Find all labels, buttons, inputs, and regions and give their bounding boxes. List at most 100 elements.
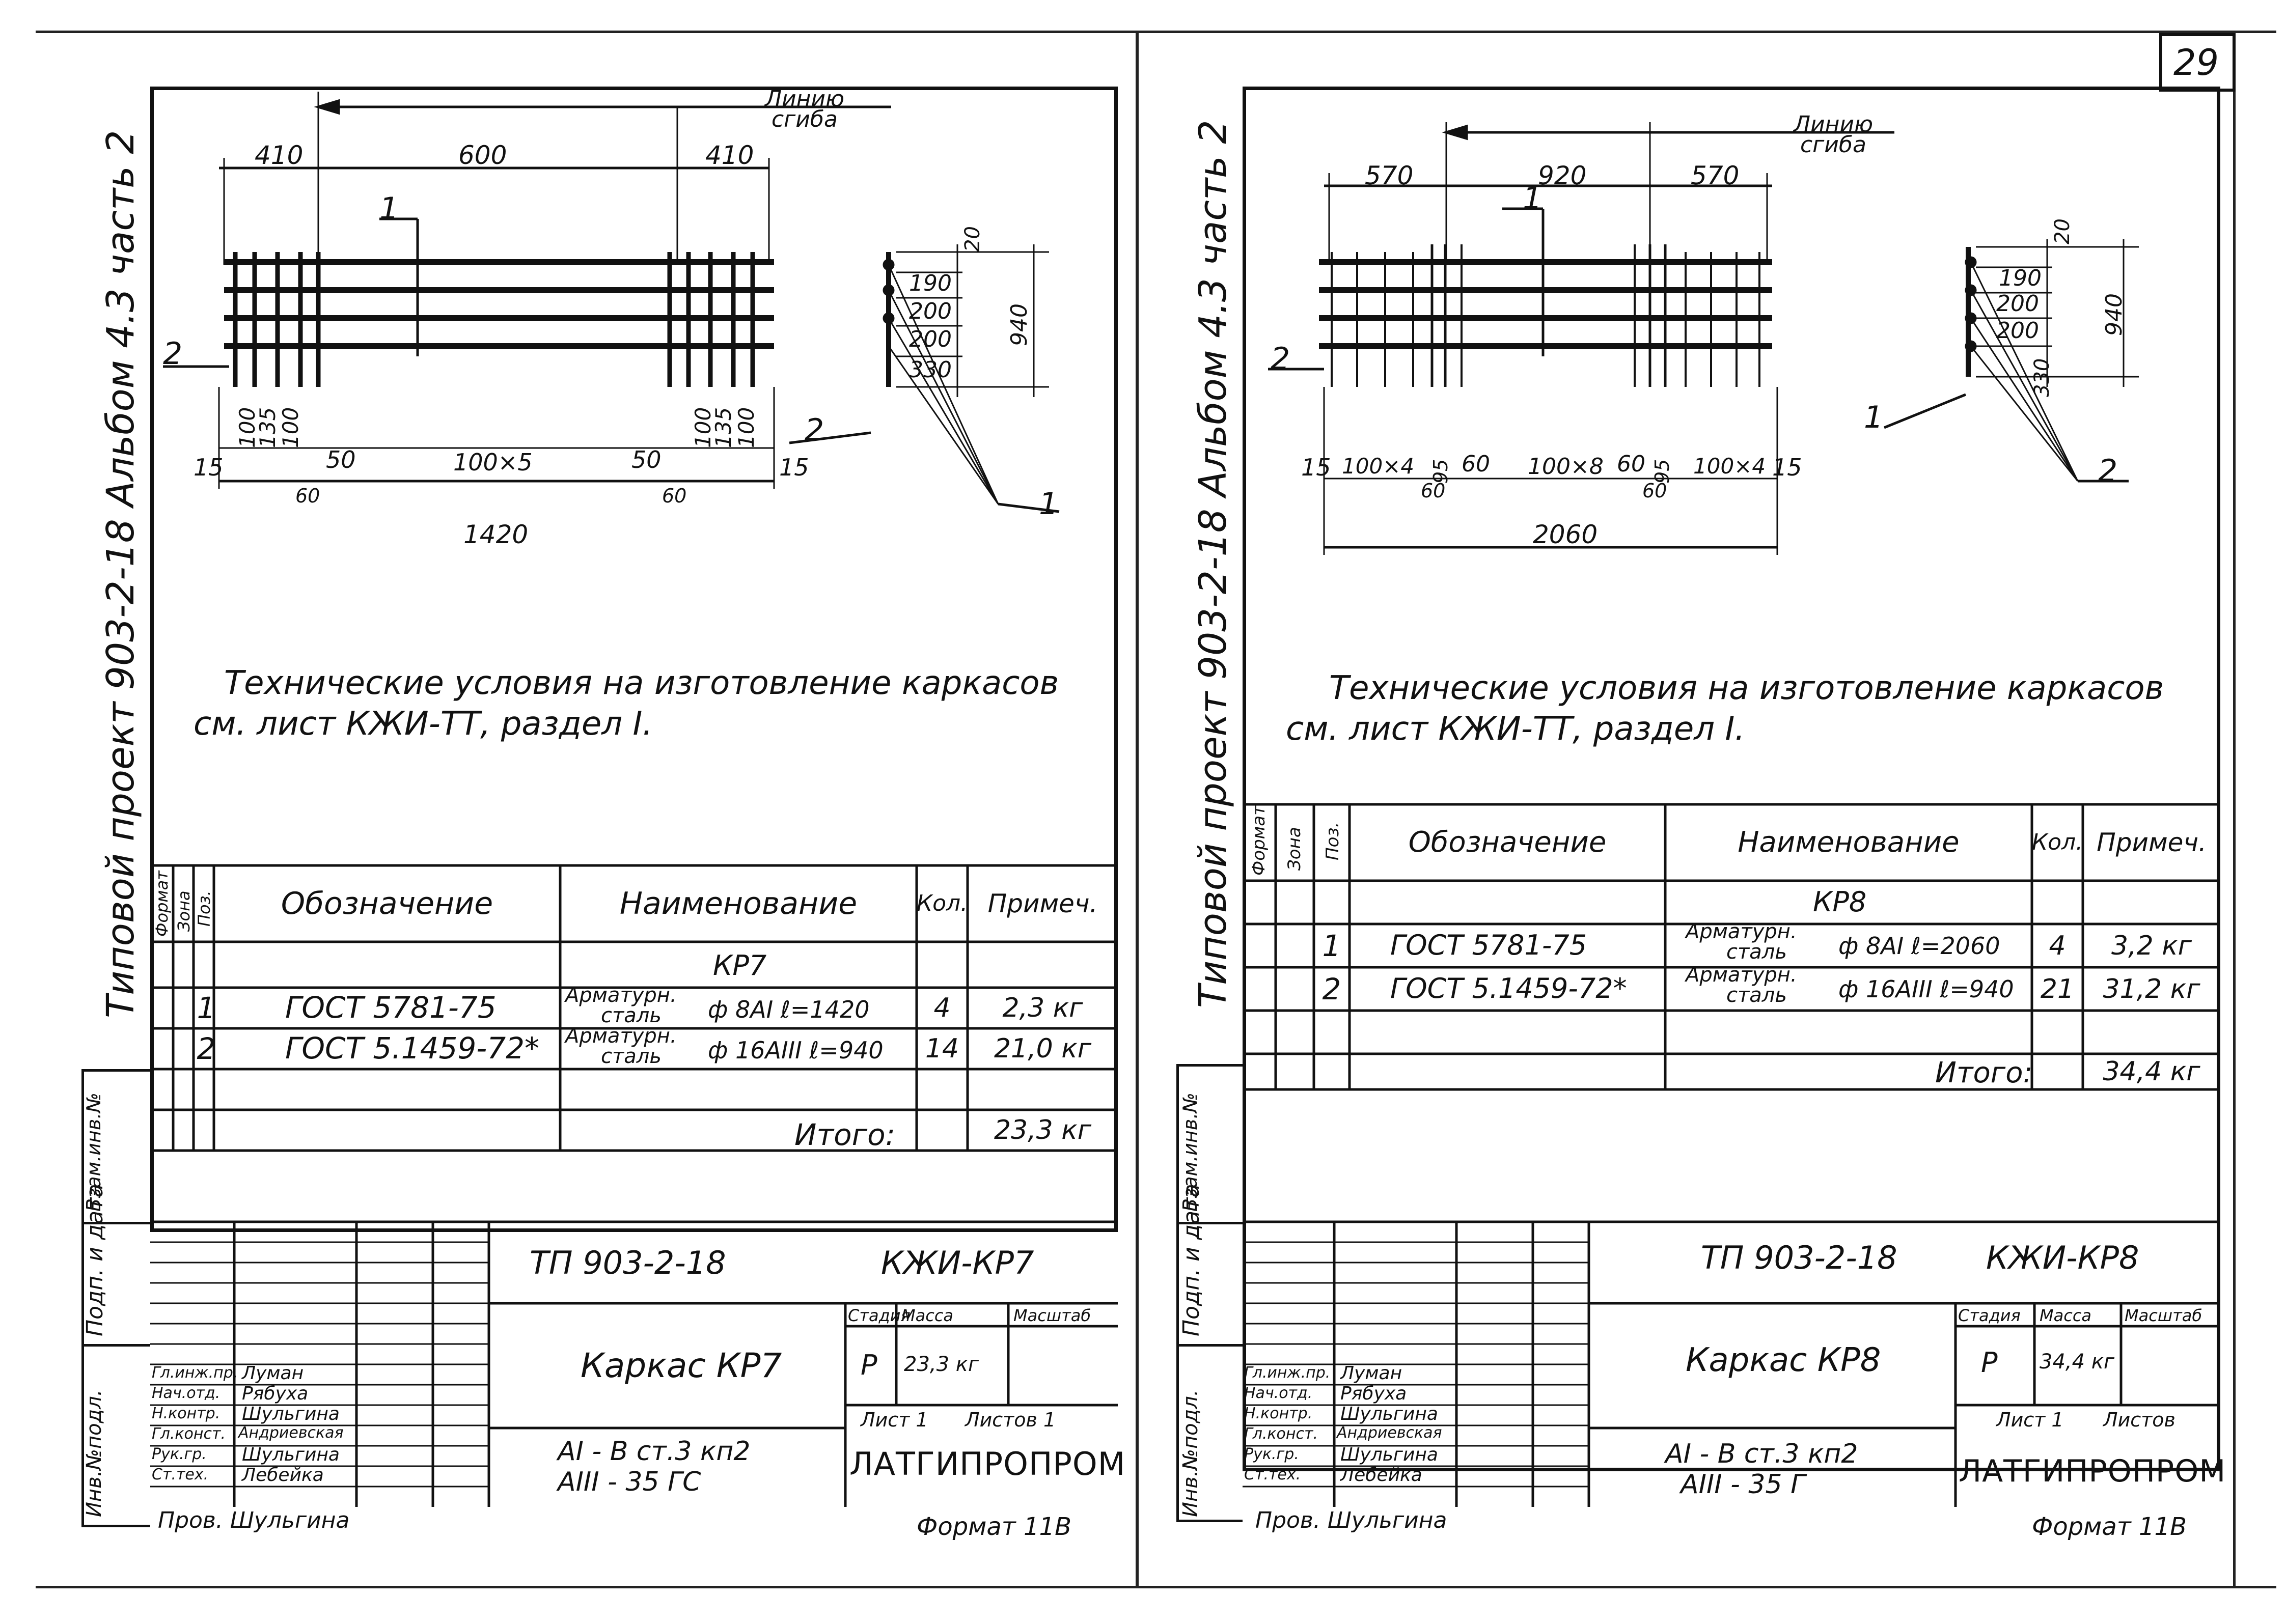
sheet-2-dim-b-3: 60 [1462,451,1490,477]
sheet-2-p4-name: Андриевская [1337,1424,1442,1442]
sheet-2-flow-label: Линию сгиба [1793,111,1874,158]
sheet-2-p1-role: Гл.инж.пр. [1244,1364,1331,1382]
sheet-1-row2-name2: сталь [601,1045,662,1068]
sheet-1-checked: Пров. Шульгина [158,1507,350,1533]
sheet-2-org: ЛАТГИПРОПРОМ [1959,1453,2226,1489]
sheet-2-row1-spec: ф 8АI ℓ=2060 [1838,932,2000,960]
sheet-1-sheet-label: Лист 1 [861,1409,928,1431]
sheet-2-sec-1: 190 [1999,265,2042,291]
sheet-1-row1-doc: ГОСТ 5781-75 [285,990,497,1025]
sheet-1-dim-top-2: 600 [458,141,507,170]
sheet-1-scale-h: Масштаб [1013,1306,1091,1325]
sheet-2-row2-name2: сталь [1726,984,1787,1007]
sheet-2-row1-name2: сталь [1726,940,1787,964]
sheet-1-row2-name1: Арматурн. [565,1024,677,1048]
sheet-1-h-note: Примеч. [987,889,1098,918]
sheet-1-p3-role: Н.контр. [152,1405,221,1422]
sheet-1-note-1: Технические условия на изготовление карк… [224,664,1059,702]
sheet-1-group: КР7 [713,949,767,982]
sheet-2-p6-name: Лебейка [1340,1465,1422,1486]
sheet-2-p4-role: Гл.конст. [1244,1425,1318,1443]
sheet-2-stage-h: Стадия [1958,1306,2021,1325]
sheet-1-row2-spec: ф 16АIII ℓ=940 [708,1037,884,1064]
sheet-2-p1-name: Луман [1340,1363,1402,1384]
sheet-2-row2-doc: ГОСТ 5.1459-72* [1390,972,1627,1004]
sheet-1-pos-4: 1 [1039,486,1059,522]
sheet-2-dim-b-5: 60 [1617,451,1645,477]
sheet-1-dim-b-0: 15 [194,454,224,481]
sheet-2-dim-s-2: 60 [1642,480,1667,502]
sheet-1-format: Формат 11В [917,1513,1072,1541]
sheet-2-sheet-mark: КЖИ-КР8 [1986,1239,2139,1276]
sheet-1-sheet-mark: КЖИ-КР7 [881,1244,1034,1281]
sheet-1-sec-2: 200 [909,298,952,324]
sheet-2-material-1: АI - В ст.3 кп2 [1665,1439,1858,1469]
sheet-1-total: 1420 [463,520,529,549]
sheet-2-note-1: Технические условия на изготовление карк… [1329,669,2164,707]
sheet-1-pos-3: 2 [805,412,824,448]
sheet-1-row2-pos: 2 [197,1031,216,1066]
sheet-1-p6-name: Лебейка [242,1465,324,1486]
sheet-1-frame [150,87,1118,1232]
sheet-2-sec-3: 200 [1996,318,2039,344]
sheet-1-h-doc: Обозначение [281,886,493,921]
sheet-1-dim-b-4: 50 [326,446,356,473]
sheet-2-h-name: Наименование [1738,826,1960,859]
sheet-2-checked: Пров. Шульгина [1255,1507,1447,1533]
sheet-1-row2-note: 21,0 кг [994,1033,1092,1064]
sheet-2-dim-b-7: 100×4 [1693,454,1766,479]
sheet-2-sec-2: 200 [1996,291,2039,317]
sheet-2-mass: 34,4 кг [2040,1350,2114,1374]
sheet-1-title: Каркас КР7 [581,1346,782,1385]
sheet-1-stage: Р [861,1349,877,1381]
sheet-1-p6-role: Ст.тех. [152,1466,209,1483]
sheet-2-stamp-line-2 [1176,1344,1243,1347]
right-edge-line [2233,31,2236,1588]
sheet-2-frame [1243,87,2220,1471]
sheet-2-code: ТП 903-2-18 [1701,1239,1897,1276]
sheet-1-p1-name: Луман [242,1363,304,1384]
sheet-1-dim-b-10: 15 [779,454,809,481]
sheet-2-group: КР8 [1813,886,1867,918]
sheet-1-row1-pos: 1 [197,991,216,1025]
sheet-2-sheets-label: Листов [2103,1409,2175,1431]
sheet-1-p3-name: Шульгина [242,1404,340,1424]
sheet-1-p2-name: Рябуха [242,1383,309,1404]
sheet-2-stamp-line [1176,1222,1243,1224]
sheet-2-p5-name: Шульгина [1340,1444,1438,1465]
sheet-2-sheet-label: Лист 1 [1996,1409,2064,1431]
sheet-2-p6-role: Ст.тех. [1244,1466,1301,1483]
sheet-1-row2-qty: 14 [925,1033,959,1064]
sheet-1-org: ЛАТГИПРОПРОМ [849,1445,1126,1482]
sheet-1-stamp-line [81,1222,150,1224]
sheet-2-dim-top-3: 570 [1691,161,1740,190]
sheet-2-total: 2060 [1533,520,1598,549]
sheet-2-row2-name1: Арматурн. [1686,963,1797,987]
sheet-2-row2-spec: ф 16АIII ℓ=940 [1838,975,2014,1003]
sheet-2-row2-qty: 21 [2040,973,2075,1004]
sheet-1-pos-2: 2 [163,336,183,372]
sheet-2-h-qty: Кол. [2031,829,2083,855]
sheet-1-row1-name2: сталь [601,1004,662,1027]
sheet-2-h-note: Примеч. [2097,828,2207,857]
sheet-1-stamp-frame [81,1069,150,1527]
sheet-1-p5-role: Рук.гр. [152,1445,207,1463]
sheet-1-row2-doc: ГОСТ 5.1459-72* [285,1031,540,1066]
sheet-1-dim-s-2: 60 [662,485,687,507]
sheet-1-p4-name: Андриевская [238,1424,344,1442]
sheet-2-pos-1: 1 [1523,181,1543,216]
sheet-1-p4-role: Гл.конст. [152,1425,226,1443]
sheet-2-dim-b-0: 15 [1301,454,1331,481]
sheet-1-h-qty: Кол. [916,890,968,916]
sheet-1-row1-note: 2,3 кг [1002,993,1083,1023]
sheet-1-flow-label: Линию сгиба [764,86,845,132]
sheet-1-sec-3: 200 [909,326,952,352]
sheet-1-stage-h: Стадия [848,1306,911,1325]
sheet-2-pos-3: 1 [1864,400,1884,435]
sheet-2-h-doc: Обозначение [1408,826,1607,859]
sheet-2-dim-b-8: 15 [1772,454,1802,481]
page-number-box [2159,33,2236,92]
sheet-2-row1-note: 3,2 кг [2111,930,2192,961]
